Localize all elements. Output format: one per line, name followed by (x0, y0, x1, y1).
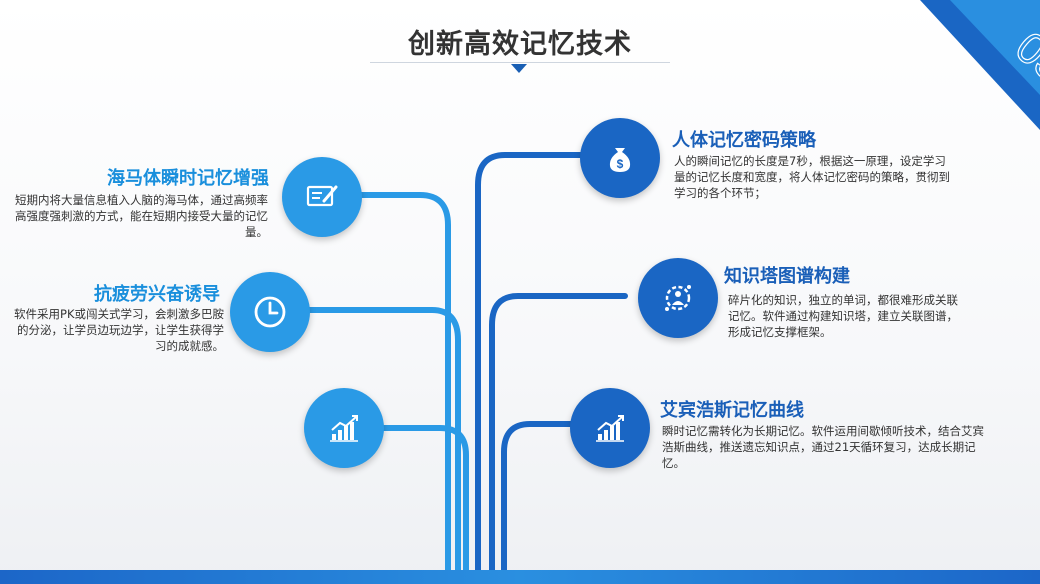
certificate-icon-circle (282, 157, 362, 237)
gear-person-icon-circle (638, 258, 718, 338)
page-title: 创新高效记忆技术 (408, 29, 632, 60)
item-heading-memory-code: 人体记忆密码策略 (672, 130, 816, 151)
gear-person-icon (665, 285, 691, 311)
item-body-hippocampus: 短期内将大量信息植入人脑的海马体，通过高频率高强度强刺激的方式，能在短期内接受大… (15, 193, 268, 239)
growth-chart-icon-circle-right (570, 388, 650, 468)
certificate-icon (306, 185, 338, 207)
money-bag-icon-circle: $ (580, 118, 660, 198)
title-arrow (511, 64, 527, 73)
item-heading-hippocampus: 海马体瞬时记忆增强 (107, 168, 269, 189)
item-heading-knowledge-tower: 知识塔图谱构建 (724, 266, 850, 287)
growth-chart-icon (596, 415, 624, 442)
item-heading-ebbinghaus: 艾宾浩斯记忆曲线 (660, 400, 804, 421)
money-bag-icon: $ (609, 148, 631, 172)
svg-text:$: $ (617, 157, 624, 171)
corner-decoration: 03 (920, 0, 1040, 130)
item-body-ebbinghaus: 瞬时记忆需转化为长期记忆。软件运用间歇倾听技术，结合艾宾浩斯曲线，推送遗忘知识点… (662, 424, 984, 470)
item-body-anti-fatigue: 软件采用PK或闯关式学习，会刺激多巴胺的分泌，让学员边玩边学，让学生获得学习的成… (14, 307, 224, 353)
clock-icon (254, 296, 286, 328)
item-heading-anti-fatigue: 抗疲劳兴奋诱导 (94, 284, 220, 305)
title-underline (370, 62, 670, 63)
bottom-bar (0, 570, 1040, 584)
growth-chart-icon (330, 415, 358, 442)
clock-icon-circle (230, 272, 310, 352)
item-body-knowledge-tower: 碎片化的知识，独立的单词，都很难形成关联记忆。软件通过构建知识塔，建立关联图谱，… (728, 293, 958, 339)
item-body-memory-code: 人的瞬间记忆的长度是7秒，根据这一原理，设定学习量的记忆长度和宽度，将人体记忆密… (674, 154, 950, 200)
growth-chart-icon-circle (304, 388, 384, 468)
